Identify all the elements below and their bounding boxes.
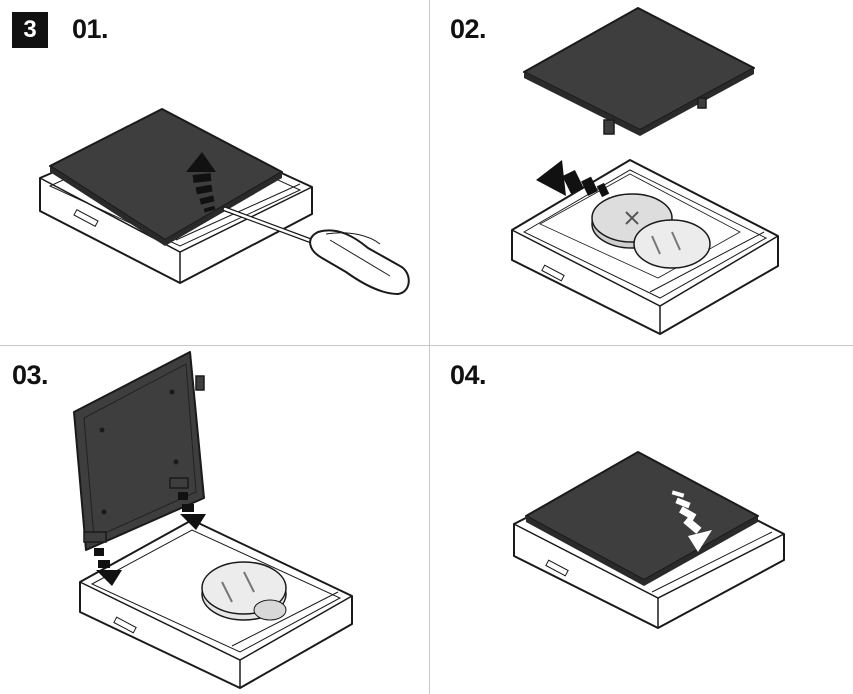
step-3-coin-cell (202, 562, 286, 620)
step-4-illustration (514, 452, 784, 628)
step-2-lid (524, 8, 754, 136)
screwdriver-icon (225, 209, 409, 294)
step-2-illustration (512, 8, 778, 334)
step-3-illustration (74, 352, 352, 688)
step-3-lid (74, 352, 204, 550)
step-1-illustration (40, 109, 409, 294)
